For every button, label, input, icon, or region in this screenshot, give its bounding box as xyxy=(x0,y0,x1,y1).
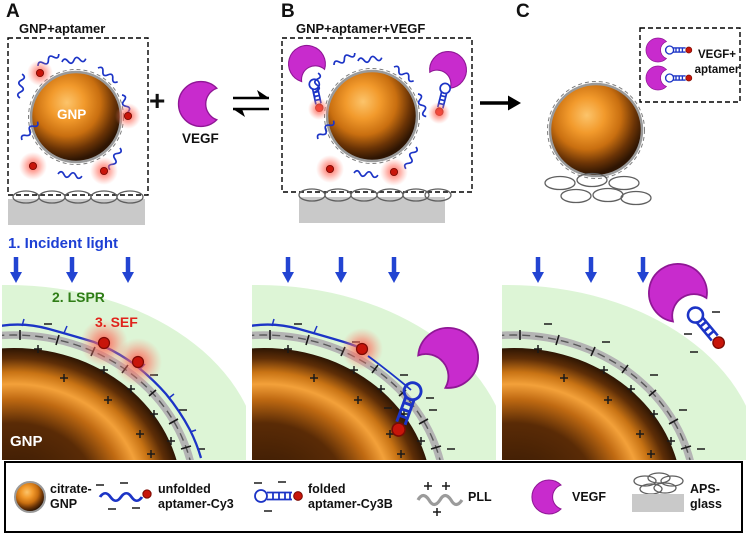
pll-coat-ring-c xyxy=(547,81,645,179)
legend-line: VEGF xyxy=(572,490,607,504)
gnp-zoom-label: GNP xyxy=(10,433,43,450)
panel-letter-c: C xyxy=(516,1,530,22)
legend-line: folded xyxy=(308,482,346,496)
vegf-product-2 xyxy=(645,65,667,91)
legend-label-unfolded-aptamer: unfolded aptamer-Cy3 xyxy=(158,482,234,512)
equilibrium-arrows xyxy=(233,90,269,117)
incident-light-arrows xyxy=(10,257,649,283)
dashed-box-c xyxy=(639,27,741,103)
dashed-box-b xyxy=(281,37,473,193)
silane-coils-a xyxy=(12,190,144,204)
panel-letter-b: B xyxy=(281,1,295,22)
panel-b-title: GNP+aptamer+VEGF xyxy=(296,21,426,36)
gnp-sphere-label: GNP xyxy=(57,107,87,122)
legend-line: glass xyxy=(690,497,722,511)
product-box-label-line2: aptamer xyxy=(694,64,740,76)
legend-line: PLL xyxy=(468,490,492,504)
product-box-label-line1: VEGF+ xyxy=(697,49,737,61)
folded-aptamer-icon xyxy=(253,481,303,512)
panel-a-illustration xyxy=(7,37,149,225)
gnp-sphere-c xyxy=(548,82,644,178)
silane-coils-c xyxy=(544,172,652,206)
legend-label-aps-glass: APS- glass xyxy=(690,482,722,512)
panel-a-title: GNP+aptamer xyxy=(19,21,106,36)
vegf-pacman-free xyxy=(177,80,218,128)
legend-label-vegf: VEGF xyxy=(572,490,606,505)
citrate-gnp-icon xyxy=(14,481,46,513)
cy3-glows-a xyxy=(19,60,141,185)
plus-sign: + xyxy=(149,85,166,116)
cy3-dot xyxy=(355,342,369,356)
aps-glass-slab-b xyxy=(299,197,445,223)
sef-label: 3. SEF xyxy=(95,314,138,330)
vegf-pacman-bound-left xyxy=(281,38,330,85)
legend-line: APS- xyxy=(690,482,720,496)
legend-label-pll: PLL xyxy=(468,490,492,505)
panel-letter-a: A xyxy=(6,1,20,22)
folded-aptamer-product-1 xyxy=(664,45,693,55)
legend-label-citrate-gnp: citrate- GNP xyxy=(50,482,92,512)
aps-glass-icon xyxy=(632,472,684,512)
zoom-panel-1-aptamers xyxy=(2,318,203,459)
legend-line: citrate- xyxy=(50,482,92,496)
lspr-label: 2. LSPR xyxy=(52,289,105,305)
cy3-glows-b xyxy=(308,98,450,186)
zoom-panel-2-aptamers xyxy=(252,314,492,440)
legend-line: GNP xyxy=(50,497,78,511)
legend-line: aptamer-Cy3B xyxy=(308,497,393,511)
reaction-arrow xyxy=(480,95,521,111)
panel-c-illustration xyxy=(544,27,741,206)
vegf-pacman-bound-right xyxy=(424,43,475,93)
vegf-product-1 xyxy=(645,37,667,63)
cy3-dot xyxy=(131,355,145,369)
panel-b-illustration xyxy=(281,37,475,223)
cy3-dot xyxy=(97,336,111,350)
gnp-sphere-b xyxy=(325,69,419,163)
vegf-label: VEGF xyxy=(182,131,219,146)
pll-icon xyxy=(416,481,464,517)
legend-label-folded-aptamer: folded aptamer-Cy3B xyxy=(308,482,393,512)
dashed-box-a xyxy=(7,37,149,196)
legend-line: aptamer-Cy3 xyxy=(158,497,234,511)
legend-box xyxy=(4,461,743,533)
silane-coils-b xyxy=(298,188,452,202)
folded-aptamer-product-2 xyxy=(664,73,693,83)
product-box-label: VEGF+ aptamer xyxy=(694,48,740,78)
incident-light-label: 1. Incident light xyxy=(8,235,119,252)
legend-line: unfolded xyxy=(158,482,211,496)
